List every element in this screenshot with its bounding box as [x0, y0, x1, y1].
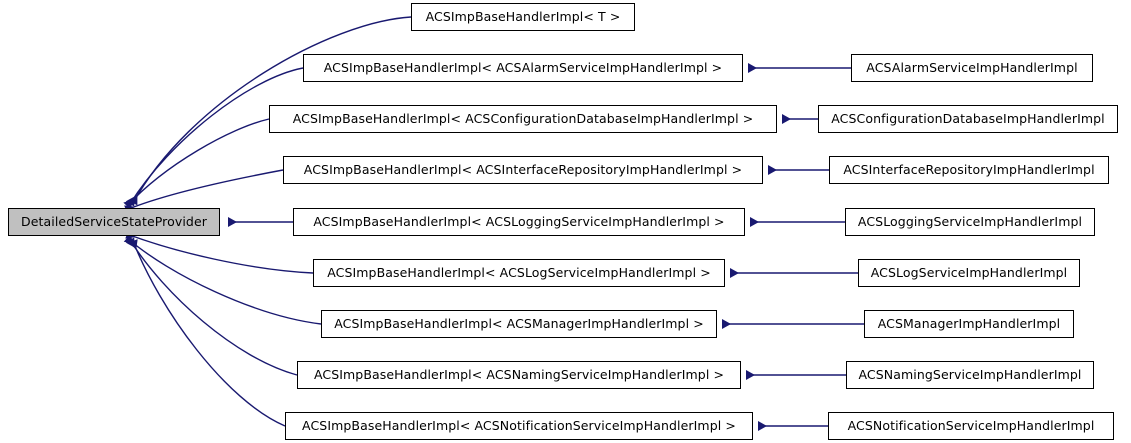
edge-base-manager [123, 234, 322, 325]
class-node-acsimpbasehandlerimpl-acslogserviceimphandlerimpl[interactable]: ACSImpBaseHandlerImpl< ACSLogServiceImpH… [313, 259, 725, 287]
class-node-label: ACSImpBaseHandlerImpl< ACSNamingServiceI… [313, 366, 725, 382]
class-node-label: DetailedServiceStateProvider [21, 213, 207, 229]
class-node-label: ACSImpBaseHandlerImpl< ACSAlarmServiceIm… [323, 59, 723, 75]
class-node-label: ACSImpBaseHandlerImpl< ACSInterfaceRepos… [303, 161, 743, 177]
class-node-acsimpbasehandlerimpl-acsmanagerimphandlerimpl[interactable]: ACSImpBaseHandlerImpl< ACSManagerImpHand… [321, 310, 717, 338]
class-node-acsimpbasehandlerimpl-acsalarmserviceimphandlerimpl[interactable]: ACSImpBaseHandlerImpl< ACSAlarmServiceIm… [303, 54, 743, 82]
edge-base-naming-service [125, 237, 298, 376]
class-node-label: ACSImpBaseHandlerImpl< ACSConfigurationD… [292, 110, 754, 126]
class-node-acsimpbasehandlerimpl-acsloggingserviceimphandlerimpl[interactable]: ACSImpBaseHandlerImpl< ACSLoggingService… [293, 208, 745, 236]
class-node-acsmanagerimphandlerimpl[interactable]: ACSManagerImpHandlerImpl [864, 310, 1074, 338]
edge-base-log-service [125, 229, 314, 274]
class-node-label: ACSImpBaseHandlerImpl< ACSLoggingService… [313, 213, 725, 229]
class-node-acslogserviceimphandlerimpl[interactable]: ACSLogServiceImpHandlerImpl [858, 259, 1080, 287]
class-node-acsloggingserviceimphandlerimpl[interactable]: ACSLoggingServiceImpHandlerImpl [845, 208, 1095, 236]
class-node-label: ACSNamingServiceImpHandlerImpl [858, 366, 1082, 382]
class-node-acsimpbasehandlerimpl-acsnamingserviceimphandlerimpl[interactable]: ACSImpBaseHandlerImpl< ACSNamingServiceI… [297, 361, 741, 389]
edge-base-configuration-database [123, 118, 270, 210]
class-node-label: ACSInterfaceRepositoryImpHandlerImpl [843, 161, 1095, 177]
class-node-acsimpbasehandlerimpl-acsinterfacerepositoryimphandlerimpl[interactable]: ACSImpBaseHandlerImpl< ACSInterfaceRepos… [283, 156, 763, 184]
edge-base-interface-repository [124, 169, 284, 215]
class-node-acsimpbasehandlerimpl-t[interactable]: ACSImpBaseHandlerImpl< T > [411, 3, 635, 31]
class-node-label: ACSConfigurationDatabaseImpHandlerImpl [831, 110, 1105, 126]
class-node-label: ACSImpBaseHandlerImpl< ACSManagerImpHand… [334, 315, 704, 331]
class-node-acsnamingserviceimphandlerimpl[interactable]: ACSNamingServiceImpHandlerImpl [846, 361, 1094, 389]
class-node-acsconfigurationdatabaseimphandlerimpl[interactable]: ACSConfigurationDatabaseImpHandlerImpl [818, 105, 1118, 133]
class-node-acsinterfacerepositoryimphandlerimpl[interactable]: ACSInterfaceRepositoryImpHandlerImpl [829, 156, 1109, 184]
class-node-acsimpbasehandlerimpl-acsnotificationserviceimphandlerimpl[interactable]: ACSImpBaseHandlerImpl< ACSNotificationSe… [285, 412, 753, 440]
class-node-acsnotificationserviceimphandlerimpl[interactable]: ACSNotificationServiceImpHandlerImpl [828, 412, 1114, 440]
edge-base-alarm [125, 67, 304, 207]
class-node-label: ACSImpBaseHandlerImpl< ACSNotificationSe… [302, 417, 736, 433]
class-node-label: ACSLogServiceImpHandlerImpl [870, 264, 1068, 280]
class-node-acsimpbasehandlerimpl-acsconfigurationdatabaseimphandlerimpl[interactable]: ACSImpBaseHandlerImpl< ACSConfigurationD… [269, 105, 777, 133]
class-node-label: ACSLoggingServiceImpHandlerImpl [857, 213, 1083, 229]
class-node-label: ACSNotificationServiceImpHandlerImpl [847, 417, 1095, 433]
class-node-label: ACSImpBaseHandlerImpl< ACSLogServiceImpH… [327, 264, 711, 280]
edge-base-notification-service [128, 239, 286, 427]
class-node-label: ACSManagerImpHandlerImpl [877, 315, 1061, 331]
class-node-acsalarmserviceimphandlerimpl[interactable]: ACSAlarmServiceImpHandlerImpl [851, 54, 1093, 82]
class-node-label: ACSAlarmServiceImpHandlerImpl [866, 59, 1078, 75]
class-node-detailed-service-state-provider[interactable]: DetailedServiceStateProvider [8, 208, 220, 236]
class-node-label: ACSImpBaseHandlerImpl< T > [425, 8, 621, 24]
